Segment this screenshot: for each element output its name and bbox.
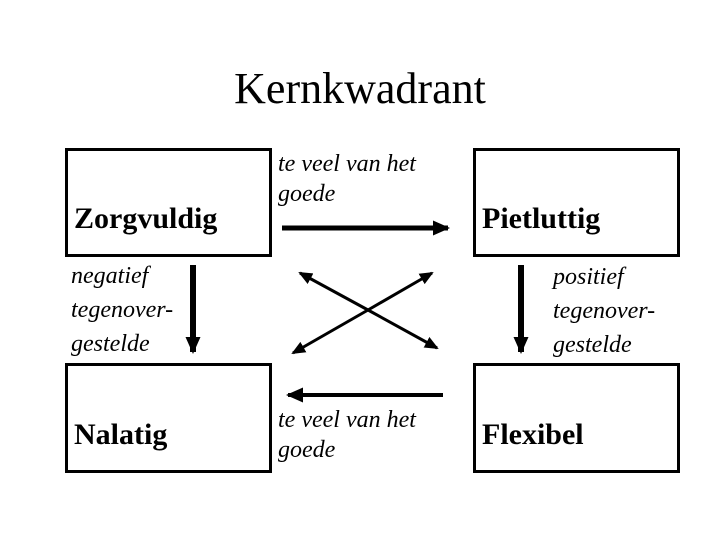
edge-label-bottom-line2: goede bbox=[278, 437, 336, 463]
edge-label-left: negatief tegenover- gestelde bbox=[71, 259, 173, 361]
edge-label-top: te veel van het goede bbox=[278, 149, 416, 209]
quadrant-label-nalatig: Nalatig bbox=[74, 418, 168, 451]
quadrant-box-flexibel: Flexibel bbox=[473, 363, 680, 473]
edge-label-top-line2: goede bbox=[278, 181, 336, 207]
quadrant-label-zorgvuldig: Zorgvuldig bbox=[74, 202, 218, 235]
edge-label-left-line3: gestelde bbox=[71, 331, 150, 357]
quadrant-label-pietluttig: Pietluttig bbox=[482, 202, 601, 235]
edge-label-left-line2: tegenover- bbox=[71, 297, 174, 323]
diagonal-arrow-nalatig-pietluttig-icon bbox=[291, 271, 434, 355]
edge-label-bottom: te veel van het goede bbox=[278, 405, 416, 465]
diagonal-arrow-zorgvuldig-flexibel-icon bbox=[298, 271, 439, 350]
quadrant-label-flexibel: Flexibel bbox=[482, 418, 584, 451]
quadrant-box-zorgvuldig: Zorgvuldig bbox=[65, 148, 272, 257]
quadrant-box-nalatig: Nalatig bbox=[65, 363, 272, 473]
edge-label-bottom-line1: te veel van het bbox=[278, 407, 416, 433]
quadrant-box-pietluttig: Pietluttig bbox=[473, 148, 680, 257]
edge-label-left-line1: negatief bbox=[71, 263, 149, 289]
page-title: Kernkwadrant bbox=[234, 64, 486, 113]
edge-label-right-line3: gestelde bbox=[553, 332, 632, 358]
edge-label-top-line1: te veel van het bbox=[278, 151, 416, 177]
edge-label-right: positief tegenover- gestelde bbox=[553, 260, 655, 362]
edge-label-right-line2: tegenover- bbox=[553, 298, 656, 324]
edge-label-right-line1: positief bbox=[553, 264, 624, 290]
